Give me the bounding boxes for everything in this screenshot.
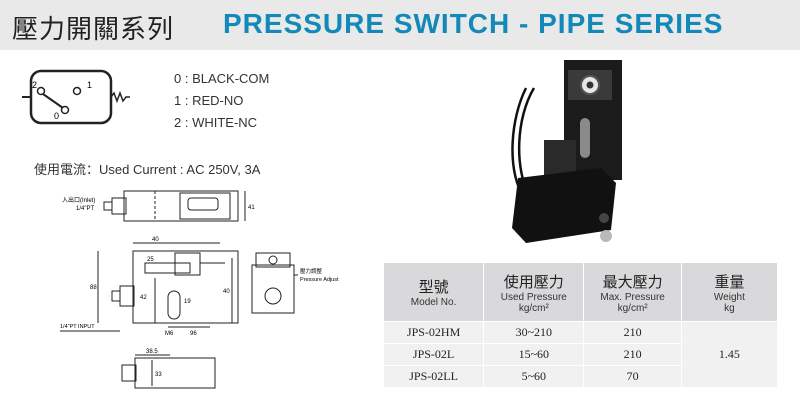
spec-table: 型號 Model No. 使用壓力 Used Pressure kg/cm² 最… (384, 263, 777, 387)
pressure-adjust-en: Pressure Adjust (300, 277, 339, 283)
used-current-text: 使用電流：Used Current : AC 250V, 3A (34, 162, 261, 177)
table-row: JPS-02L 15~60 210 (384, 343, 777, 366)
terminal-2-contact (36, 86, 46, 96)
dim-25-line (144, 262, 191, 274)
table-header-row: 型號 Model No. 使用壓力 Used Pressure kg/cm² 最… (384, 263, 777, 322)
switch-body-outline (29, 69, 113, 125)
model-cell: JPS-02HM (384, 321, 484, 344)
side-view-adjust (268, 255, 278, 265)
spring-symbol (110, 90, 130, 104)
header-used-pressure: 使用壓力 Used Pressure kg/cm² (483, 263, 584, 322)
port-fitting (600, 230, 612, 242)
bottom-view-body (134, 357, 216, 389)
terminal-1-label: 1 (87, 80, 92, 90)
used-pressure-cell: 30~210 (483, 321, 584, 344)
front-view-nozzle (111, 290, 121, 302)
input-label: 1/4"PT INPUT (60, 324, 95, 330)
top-view-nozzle (103, 201, 113, 211)
switch-lever (42, 93, 64, 109)
dim-96-text: 96 (190, 331, 197, 337)
title-chinese: 壓力開關系列 (12, 15, 175, 45)
table-row: JPS-02HM 30~210 210 1.45 (384, 321, 777, 387)
dim-33-text: 33 (155, 372, 162, 378)
dim-42-text: 42 (140, 295, 147, 301)
m6-text: M6 (165, 331, 174, 337)
top-view-window (187, 197, 219, 211)
switch-base-block (512, 168, 616, 243)
table-row: JPS-02LL 5~60 70 (384, 365, 777, 387)
used-pressure-cell: 15~60 (483, 343, 584, 366)
dim-38-5-text: 38.5 (146, 349, 158, 355)
title-english: PRESSURE SWITCH - PIPE SERIES (223, 8, 724, 39)
legend-no: 1 : RED-NO (174, 93, 244, 108)
terminal-0-label: 0 (54, 111, 59, 121)
top-view-cover (179, 192, 231, 220)
side-view-body (251, 264, 295, 314)
side-slot (580, 118, 590, 158)
front-view-body (132, 250, 239, 324)
front-view-slot (167, 290, 181, 320)
dim-88-text: 88 (90, 285, 97, 291)
max-pressure-cell: 210 (583, 321, 682, 344)
front-view-port (119, 285, 135, 307)
mount-hole (599, 213, 609, 223)
header-max-pressure: 最大壓力 Max. Pressure kg/cm² (583, 263, 682, 322)
max-pressure-cell: 210 (583, 343, 682, 366)
front-view-connector (174, 252, 201, 276)
pressure-adjust-cn: 壓力調整 (300, 267, 323, 275)
bottom-view-port (121, 364, 137, 382)
switch-wiring-diagram: 2 1 0 (22, 69, 130, 125)
dim-19-text: 19 (184, 299, 191, 305)
dim-40-text: 40 (152, 237, 159, 243)
product-photo (511, 60, 622, 243)
header-band (0, 0, 800, 50)
terminal-1-contact (72, 86, 82, 96)
side-view-top (255, 252, 291, 268)
dim-41-text: 41 (248, 205, 255, 211)
header-weight: 重量 Weight kg (680, 263, 777, 322)
header-model: 型號 Model No. (384, 263, 484, 322)
dim-25-text: 25 (147, 257, 154, 263)
used-pressure-cell: 5~60 (483, 365, 584, 387)
max-pressure-cell: 70 (583, 365, 682, 387)
terminal-0-contact (60, 105, 70, 115)
inlet-label-cn: 入出口(Inlet) (62, 196, 95, 204)
legend-com: 0 : BLACK-COM (174, 71, 270, 86)
adjust-knob-center (586, 81, 594, 89)
model-cell: JPS-02L (384, 343, 484, 366)
dim-40b-text: 40 (223, 289, 230, 295)
weight-cell: 1.45 (680, 321, 777, 387)
inlet-label-pt: 1/4"PT (76, 206, 94, 212)
terminal-2-label: 2 (32, 80, 37, 90)
dimension-drawing: 入出口(Inlet) 1/4"PT 41 40 25 88 42 19 40 M… (60, 190, 339, 389)
model-cell: JPS-02LL (384, 365, 484, 387)
legend-nc: 2 : WHITE-NC (174, 115, 258, 130)
side-view-port (264, 287, 282, 305)
top-view-body (123, 190, 239, 222)
